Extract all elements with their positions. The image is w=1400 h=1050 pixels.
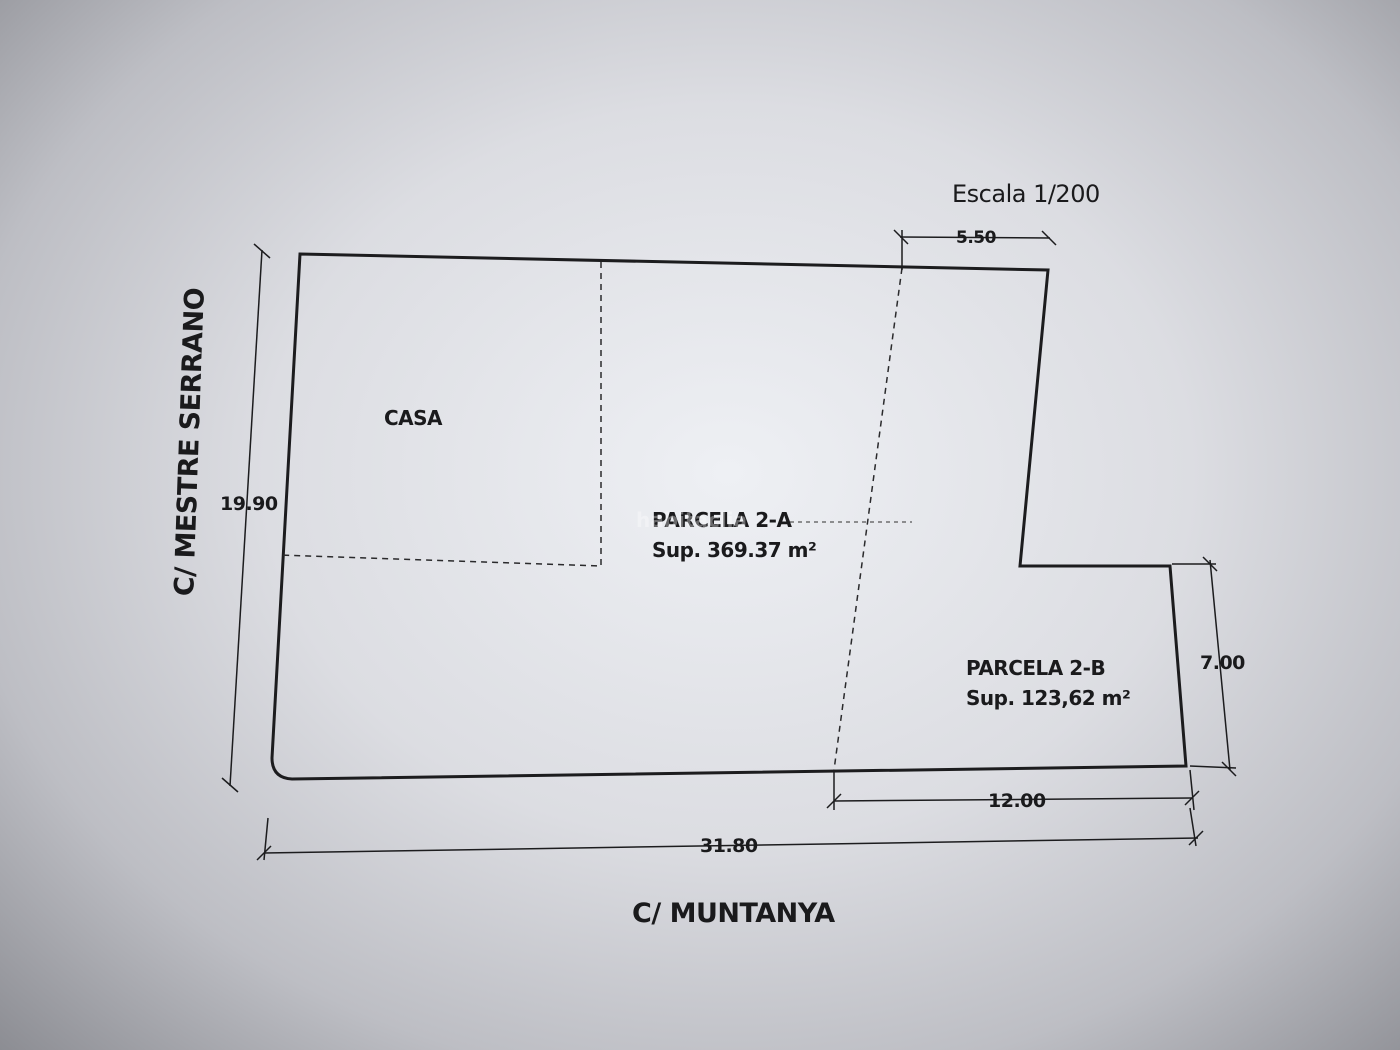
parcela-b-name: PARCELA 2-B [966, 656, 1106, 680]
dimension-right-height [1172, 556, 1237, 777]
watermark: habitaclia [636, 508, 748, 532]
parcela-a-area: Sup. 369.37 m² [652, 538, 817, 562]
parcela-a-name: PARCELA 2-A [652, 508, 792, 532]
parcela-b-area: Sup. 123,62 m² [966, 686, 1131, 710]
scale-label: Escala 1/200 [952, 180, 1100, 208]
dimension-label-bottom: 12.00 [988, 790, 1046, 812]
dimension-top-width [893, 229, 1057, 270]
casa-label: CASA [384, 406, 443, 430]
dimension-label-right: 7.00 [1200, 652, 1245, 674]
dimension-bottom-segment [826, 769, 1200, 811]
dimension-label-total: 31.80 [700, 835, 758, 857]
dimension-label-top: 5.50 [956, 228, 996, 248]
dimension-total-width [256, 807, 1204, 861]
plot-outline [270, 252, 1188, 781]
parcel-division-line [833, 267, 903, 771]
dimension-label-left: 19.90 [220, 493, 278, 515]
street-label-bottom: C/ MUNTANYA [632, 898, 835, 929]
casa-outline [279, 262, 602, 567]
dimension-left-height [221, 243, 271, 793]
